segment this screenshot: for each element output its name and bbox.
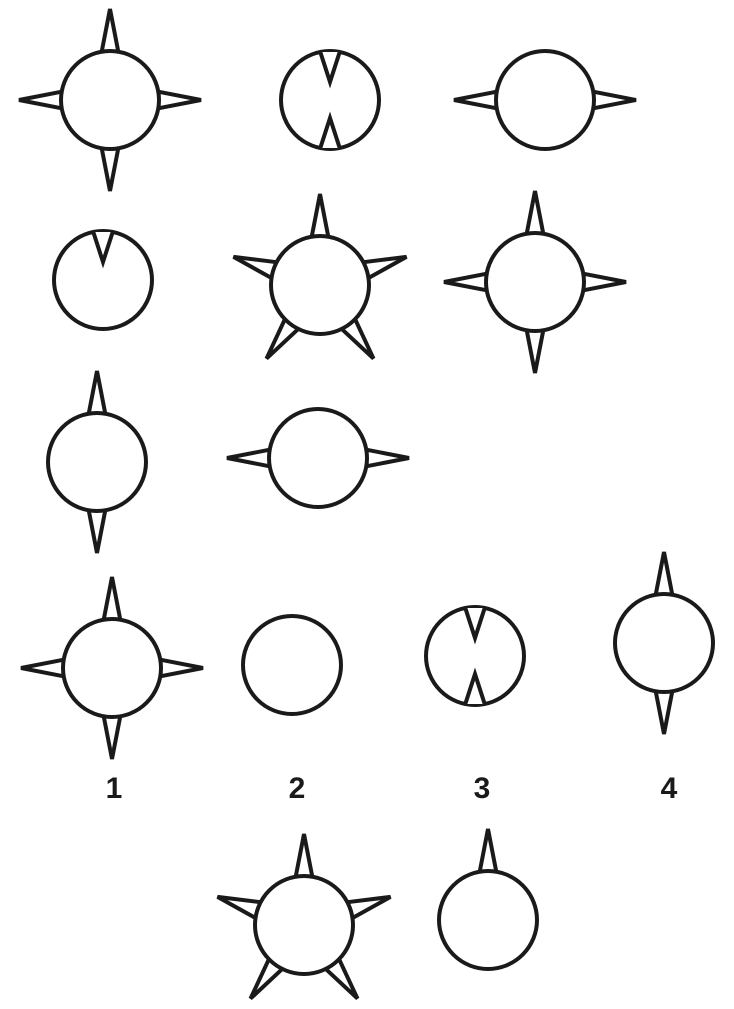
option-5-spike-4 bbox=[248, 958, 284, 1001]
answer-label-1: 1 bbox=[106, 772, 123, 805]
fig-r1c1-spike-3 bbox=[99, 147, 121, 192]
option-6-spike-1 bbox=[477, 828, 499, 873]
answer-label-4: 4 bbox=[661, 772, 678, 805]
fig-r2c3-spike-1 bbox=[524, 190, 546, 235]
option-1-spike-3 bbox=[101, 715, 123, 760]
option-3-circle bbox=[424, 605, 526, 707]
fig-r3c2-spike-2 bbox=[226, 447, 271, 469]
fig-r3c2-circle bbox=[267, 407, 369, 509]
fig-r2c1-circle bbox=[52, 229, 154, 331]
fig-r1c2-spike-1 bbox=[318, 51, 342, 89]
fig-r1c2-circle bbox=[279, 49, 381, 151]
fig-r2c1 bbox=[52, 229, 154, 331]
option-5 bbox=[216, 833, 392, 1001]
option-3 bbox=[424, 605, 526, 707]
fig-r1c1-spike-2 bbox=[157, 89, 202, 111]
option-5-spike-3 bbox=[324, 958, 360, 1001]
fig-r2c1-spike-1 bbox=[91, 231, 115, 269]
option-1-circle bbox=[61, 617, 163, 719]
fig-r2c2-spike-4 bbox=[264, 318, 300, 361]
option-3-spike-2 bbox=[463, 667, 487, 705]
option-4-spike-2 bbox=[653, 690, 675, 735]
fig-r2c2-spike-2 bbox=[363, 254, 408, 280]
fig-r2c3-spike-3 bbox=[524, 329, 546, 374]
fig-r3c2-spike-1 bbox=[365, 447, 410, 469]
fig-r1c1-spike-1 bbox=[99, 8, 121, 53]
fig-r3c2 bbox=[226, 407, 410, 509]
option-4 bbox=[613, 551, 715, 735]
fig-r3c1 bbox=[46, 370, 148, 554]
option-2-circle bbox=[241, 614, 343, 716]
option-5-circle bbox=[253, 874, 355, 976]
option-3-spike-1 bbox=[463, 607, 487, 645]
option-4-spike-1 bbox=[653, 551, 675, 596]
option-2 bbox=[241, 614, 343, 716]
fig-r2c2-spike-3 bbox=[340, 318, 376, 361]
fig-r1c1-circle bbox=[59, 49, 161, 151]
answer-label-3: 3 bbox=[474, 772, 491, 805]
fig-r3c1-spike-2 bbox=[86, 509, 108, 554]
fig-r2c3-circle bbox=[484, 231, 586, 333]
answer-label-2: 2 bbox=[289, 772, 306, 805]
answer-labels: 1 2 3 4 bbox=[106, 772, 678, 805]
fig-r1c3 bbox=[453, 49, 637, 151]
option-6-circle bbox=[437, 869, 539, 971]
option-6 bbox=[437, 828, 539, 971]
fig-r1c3-circle bbox=[494, 49, 596, 151]
option-1-spike-1 bbox=[101, 576, 123, 621]
fig-r2c3-spike-4 bbox=[443, 271, 488, 293]
fig-r1c2 bbox=[279, 49, 381, 151]
fig-r1c3-spike-2 bbox=[453, 89, 498, 111]
fig-r1c1 bbox=[18, 8, 202, 192]
fig-r1c2-spike-2 bbox=[318, 111, 342, 149]
option-5-spike-1 bbox=[293, 833, 315, 878]
fig-r3c1-spike-1 bbox=[86, 370, 108, 415]
option-1-spike-2 bbox=[159, 657, 204, 679]
fig-r3c1-circle bbox=[46, 411, 148, 513]
fig-r1c3-spike-1 bbox=[592, 89, 637, 111]
fig-r2c3 bbox=[443, 190, 627, 374]
fig-r2c2 bbox=[232, 193, 408, 361]
fig-r2c3-spike-2 bbox=[582, 271, 627, 293]
option-4-circle bbox=[613, 592, 715, 694]
figures-layer bbox=[18, 8, 715, 1001]
option-1-spike-4 bbox=[20, 657, 65, 679]
option-1 bbox=[20, 576, 204, 760]
fig-r2c2-circle bbox=[269, 234, 371, 336]
fig-r2c2-spike-5 bbox=[232, 254, 277, 280]
option-5-spike-2 bbox=[347, 894, 392, 920]
fig-r1c1-spike-4 bbox=[18, 89, 63, 111]
fig-r2c2-spike-1 bbox=[309, 193, 331, 238]
option-5-spike-5 bbox=[216, 894, 261, 920]
